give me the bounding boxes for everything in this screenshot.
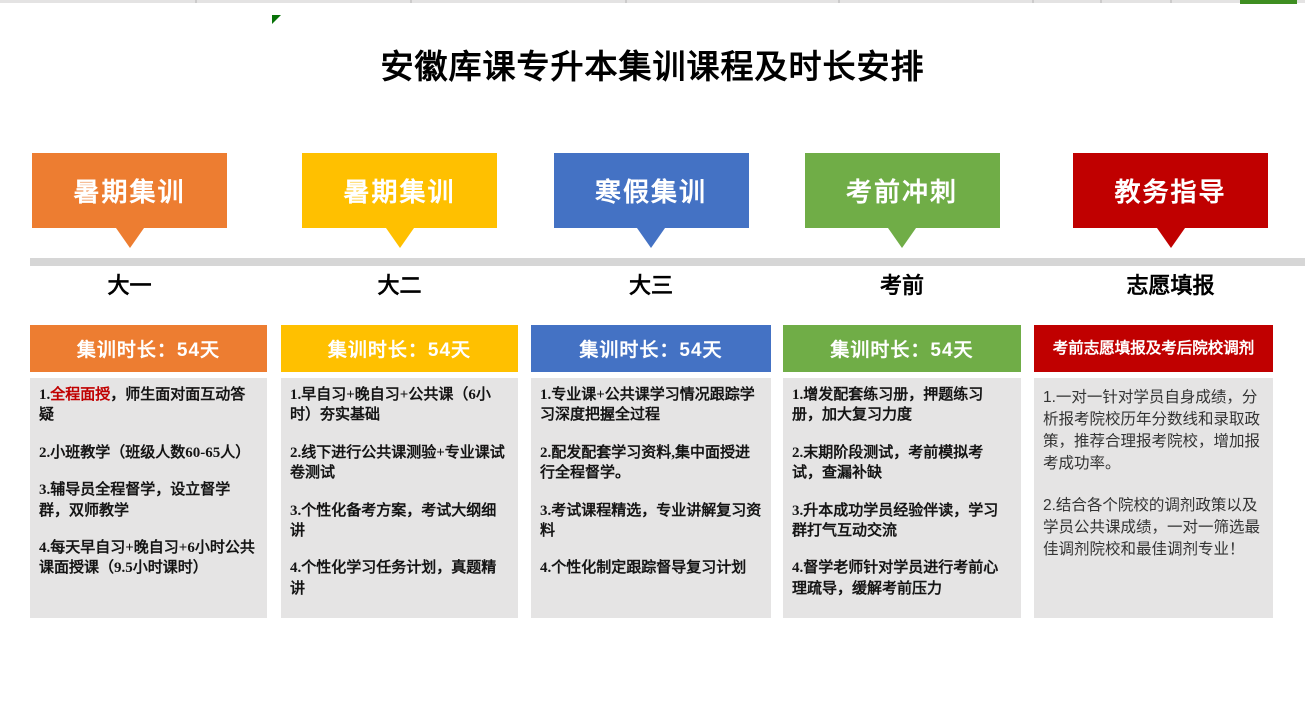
item-text: 3.个性化备考方案，考试大纲细讲 <box>290 502 497 539</box>
badge-pointer-icon <box>115 228 144 248</box>
item-text: 1.增发配套练习册，押题练习册，加大复习力度 <box>792 387 984 424</box>
column-junior-winter: 寒假集训 大三 集训时长：54天 1.专业课+公共课学习情况跟踪学习深度把握全过… <box>531 153 771 633</box>
phase-badge: 暑期集训 <box>302 153 497 228</box>
item-text: 3.辅导员全程督学，设立督学群，双师教学 <box>39 482 231 519</box>
item-text: 3.考试课程精选，专业讲解复习资料 <box>540 502 762 539</box>
phase-marker: 考前冲刺 考前 <box>783 153 1021 298</box>
duration-banner: 集训时长：54天 <box>783 325 1021 372</box>
item-text: 2.结合各个院校的调剂政策以及学员公共课成绩，一对一筛选最佳调剂院校和最佳调剂专… <box>1043 497 1261 558</box>
ruler-tick <box>1170 0 1172 3</box>
content-item: 3.个性化备考方案，考试大纲细讲 <box>290 501 509 542</box>
page-title: 安徽库课专升本集训课程及时长安排 <box>380 50 925 86</box>
content-box: 1.全程面授，师生面对面互动答疑 2.小班教学（班级人数60-65人） 3.辅导员全… <box>30 378 267 618</box>
duration-banner: 集训时长：54天 <box>531 325 771 372</box>
ruler-tick <box>1032 0 1034 3</box>
phase-badge: 教务指导 <box>1073 153 1268 228</box>
content-item: 3.考试课程精选，专业讲解复习资料 <box>540 501 762 542</box>
green-accent-bar <box>1240 0 1297 4</box>
ruler-tick <box>195 0 197 3</box>
content-item: 4.个性化学习任务计划，真题精讲 <box>290 558 509 599</box>
stage-label: 大三 <box>628 273 673 298</box>
column-pre-exam-sprint: 考前冲刺 考前 集训时长：54天 1.增发配套练习册，押题练习册，加大复习力度 2… <box>783 153 1021 633</box>
phase-badge: 暑期集训 <box>32 153 227 228</box>
badge-pointer-icon <box>637 228 665 248</box>
column-sophomore-summer: 暑期集训 大二 集训时长：54天 1.早自习+晚自习+公共课（6小时）夯实基础 2… <box>281 153 518 633</box>
item-text: 2.线下进行公共课测验+专业课试卷测试 <box>290 444 505 482</box>
content-item: 1.一对一针对学员自身成绩，分析报考院校历年分数线和录取政策，推荐合理报考院校，… <box>1043 387 1264 475</box>
content-item: 3.升本成功学员经验伴读，学习群打气互动交流 <box>792 501 1012 542</box>
column-freshman-summer: 暑期集训 大一 集训时长：54天 1.全程面授，师生面对面互动答疑 2.小班教学（… <box>30 153 267 633</box>
content-item: 4.每天早自习+晚自习+6小时公共课面授课（9.5小时课时） <box>39 538 258 579</box>
column-academic-guidance: 教务指导 志愿填报 考前志愿填报及考后院校调剂 1.一对一针对学员自身成绩，分析… <box>1034 153 1273 633</box>
highlighted-text: 全程面授 <box>50 387 111 403</box>
item-text: 1.一对一针对学员自身成绩，分析报考院校历年分数线和录取政策，推荐合理报考院校，… <box>1043 389 1261 472</box>
badge-pointer-icon <box>1156 228 1185 248</box>
item-text: 2.配发配套学习资料,集中面授进行全程督学。 <box>540 444 751 482</box>
phase-marker: 教务指导 志愿填报 <box>1051 153 1290 298</box>
phase-marker: 暑期集训 大二 <box>281 153 518 298</box>
item-text: 2.末期阶段测试，考前模拟考试，查漏补缺 <box>792 444 984 482</box>
green-triangle-marker-icon <box>272 15 281 24</box>
item-text: 4.每天早自习+晚自习+6小时公共课面授课（9.5小时课时） <box>39 539 255 577</box>
phase-badge: 寒假集训 <box>553 153 749 228</box>
content-item: 2.末期阶段测试，考前模拟考试，查漏补缺 <box>792 443 1012 484</box>
item-text: 1.早自习+晚自习+公共课（6小时）夯实基础 <box>290 387 491 424</box>
item-text: ，师生面对面互动答疑 <box>39 387 246 424</box>
phase-marker: 寒假集训 大三 <box>531 153 771 298</box>
stage-label: 大一 <box>107 273 152 298</box>
content-item: 2.小班教学（班级人数60-65人） <box>39 443 258 463</box>
content-item: 2.结合各个院校的调剂政策以及学员公共课成绩，一对一筛选最佳调剂院校和最佳调剂专… <box>1043 495 1264 561</box>
item-text: 4.督学老师针对学员进行考前心理疏导，缓解考前压力 <box>792 560 999 597</box>
ruler-tick <box>1100 0 1102 3</box>
item-text: 4.个性化学习任务计划，真题精讲 <box>290 560 497 597</box>
duration-banner: 集训时长：54天 <box>281 325 518 372</box>
content-box: 1.早自习+晚自习+公共课（6小时）夯实基础 2.线下进行公共课测验+专业课试卷测… <box>281 378 518 618</box>
stage-label: 考前 <box>879 273 924 298</box>
content-box: 1.专业课+公共课学习情况跟踪学习深度把握全过程 2.配发配套学习资料,集中面授进… <box>531 378 771 618</box>
item-text: 1.专业课+公共课学习情况跟踪学习深度把握全过程 <box>540 387 755 424</box>
content-item: 1.增发配套练习册，押题练习册，加大复习力度 <box>792 385 1012 426</box>
content-item: 2.配发配套学习资料,集中面授进行全程督学。 <box>540 443 762 484</box>
item-text: 3.升本成功学员经验伴读，学习群打气互动交流 <box>792 502 999 539</box>
content-item: 1.早自习+晚自习+公共课（6小时）夯实基础 <box>290 385 509 426</box>
top-ruler <box>0 0 1305 4</box>
content-item: 4.督学老师针对学员进行考前心理疏导，缓解考前压力 <box>792 558 1012 599</box>
content-item: 2.线下进行公共课测验+专业课试卷测试 <box>290 443 509 484</box>
stage-label: 大二 <box>377 273 422 298</box>
timeline-bar <box>30 258 1305 266</box>
content-box: 1.一对一针对学员自身成绩，分析报考院校历年分数线和录取政策，推荐合理报考院校，… <box>1034 378 1273 618</box>
content-item: 3.辅导员全程督学，设立督学群，双师教学 <box>39 480 258 521</box>
item-text: 2.小班教学（班级人数60-65人） <box>39 444 251 461</box>
ruler-tick <box>838 0 840 3</box>
item-text: 4.个性化制定跟踪督导复习计划 <box>540 560 747 577</box>
content-item: 1.全程面授，师生面对面互动答疑 <box>39 385 258 426</box>
phase-marker: 暑期集训 大一 <box>11 153 248 298</box>
content-item: 4.个性化制定跟踪督导复习计划 <box>540 558 762 578</box>
duration-banner: 集训时长：54天 <box>30 325 267 372</box>
phase-badge: 考前冲刺 <box>804 153 1000 228</box>
content-box: 1.增发配套练习册，押题练习册，加大复习力度 2.末期阶段测试，考前模拟考试，查漏… <box>783 378 1021 618</box>
ruler-tick <box>625 0 627 3</box>
ruler-tick <box>410 0 412 3</box>
item-text: 1. <box>39 387 51 403</box>
stage-label: 志愿填报 <box>1126 273 1215 298</box>
duration-banner: 考前志愿填报及考后院校调剂 <box>1034 325 1273 372</box>
badge-pointer-icon <box>888 228 916 248</box>
badge-pointer-icon <box>385 228 414 248</box>
content-item: 1.专业课+公共课学习情况跟踪学习深度把握全过程 <box>540 385 762 426</box>
